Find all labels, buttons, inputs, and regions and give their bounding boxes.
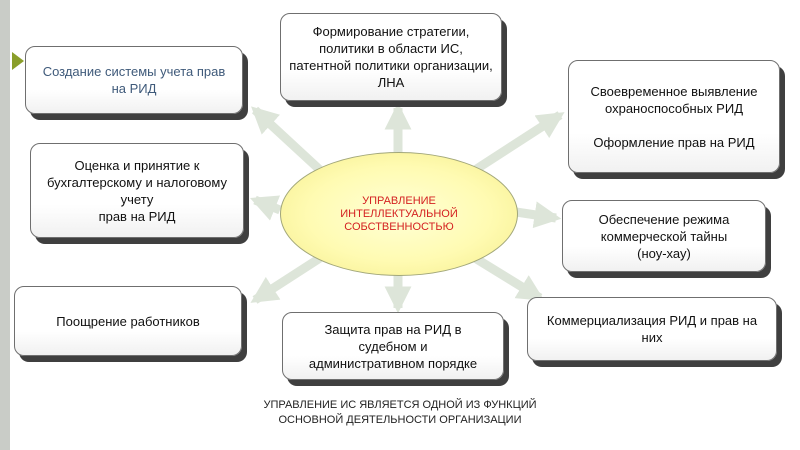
arrow-to-left-1	[251, 106, 324, 174]
box-valuation: Оценка и принятие к бухгалтерскому и нал…	[30, 143, 244, 238]
box-trade-secret-label: Обеспечение режима коммерческой тайны (н…	[598, 211, 730, 261]
box-commercialization: Коммерциализация РИД и прав на них	[527, 297, 777, 361]
arrow-to-left-3	[250, 254, 323, 304]
center-ellipse: УПРАВЛЕНИЕ ИНТЕЛЛЕКТУАЛЬНОЙ СОБСТВЕННОСТ…	[280, 152, 518, 276]
arrow-to-right-1	[472, 111, 565, 174]
box-identification-label: Своевременное выявление охраноспособных …	[590, 83, 758, 150]
box-employee-reward: Поощрение работников	[14, 286, 242, 356]
box-identification: Своевременное выявление охраноспособных …	[568, 60, 780, 173]
triangle-marker-icon	[12, 52, 24, 70]
box-strategy: Формирование стратегии, политики в облас…	[280, 13, 502, 101]
box-legal-protection-label: Защита прав на РИД в судебном и админист…	[308, 321, 478, 371]
box-accounting-system-label: Создание системы учета прав на РИД	[42, 64, 226, 96]
arrow-to-left-2	[249, 195, 282, 221]
box-strategy-label: Формирование стратегии, политики в облас…	[289, 24, 493, 90]
footer-caption: УПРАВЛЕНИЕ ИС ЯВЛЯЕТСЯ ОДНОЙ ИЗ ФУНКЦИЙ …	[263, 399, 537, 426]
box-employee-reward-label: Поощрение работников	[56, 313, 200, 329]
box-trade-secret: Обеспечение режима коммерческой тайны (н…	[562, 200, 766, 272]
center-label: УПРАВЛЕНИЕ ИНТЕЛЛЕКТУАЛЬНОЙ СОБСТВЕННОСТ…	[340, 194, 458, 233]
arrow-to-right-3	[472, 254, 545, 302]
box-commercialization-label: Коммерциализация РИД и прав на них	[546, 313, 758, 345]
box-legal-protection: Защита прав на РИД в судебном и админист…	[282, 312, 504, 380]
box-valuation-label: Оценка и принятие к бухгалтерскому и нал…	[47, 157, 227, 224]
box-accounting-system: Создание системы учета прав на РИД	[25, 46, 243, 114]
arrow-to-right-2	[515, 201, 562, 229]
left-accent-bar	[0, 0, 10, 450]
